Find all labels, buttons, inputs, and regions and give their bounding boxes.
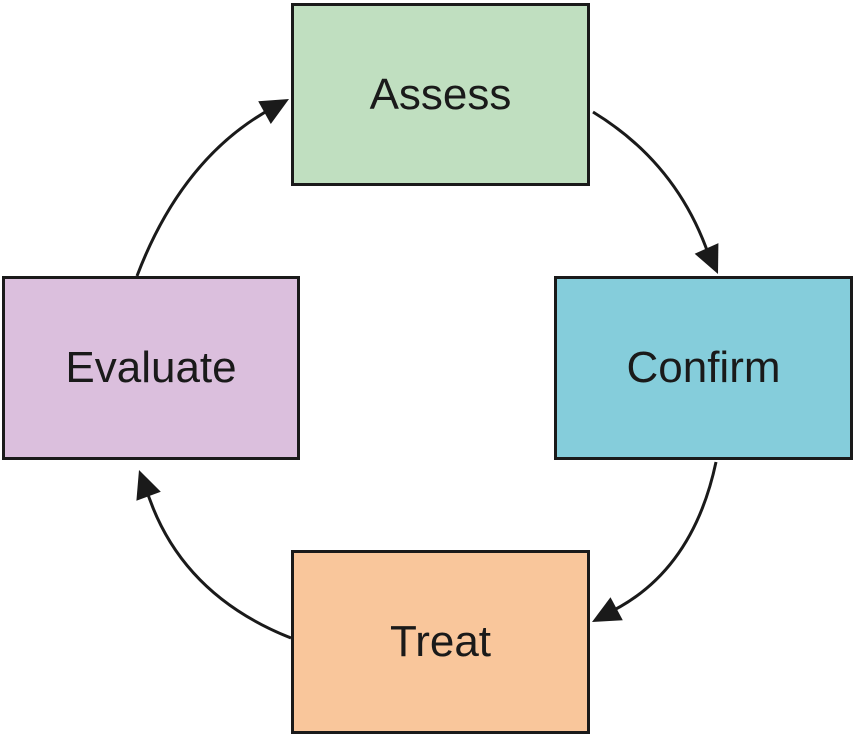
arrowhead-treat bbox=[592, 597, 623, 622]
node-evaluate: Evaluate bbox=[2, 276, 300, 460]
arrow-evaluate-to-assess bbox=[135, 104, 277, 277]
node-confirm-label: Confirm bbox=[626, 343, 781, 392]
arrow-confirm-to-treat bbox=[603, 461, 718, 617]
node-treat: Treat bbox=[291, 550, 590, 734]
arrowhead-assess bbox=[258, 99, 289, 124]
arrow-assess-to-confirm bbox=[592, 110, 713, 263]
arrow-treat-to-evaluate bbox=[143, 484, 292, 640]
node-confirm: Confirm bbox=[554, 276, 853, 460]
arrowhead-confirm bbox=[694, 243, 719, 274]
node-evaluate-label: Evaluate bbox=[65, 343, 237, 392]
node-assess-label: Assess bbox=[369, 69, 512, 119]
node-assess: Assess bbox=[291, 3, 590, 186]
arrowhead-evaluate bbox=[136, 470, 161, 501]
node-treat-label: Treat bbox=[389, 617, 492, 666]
